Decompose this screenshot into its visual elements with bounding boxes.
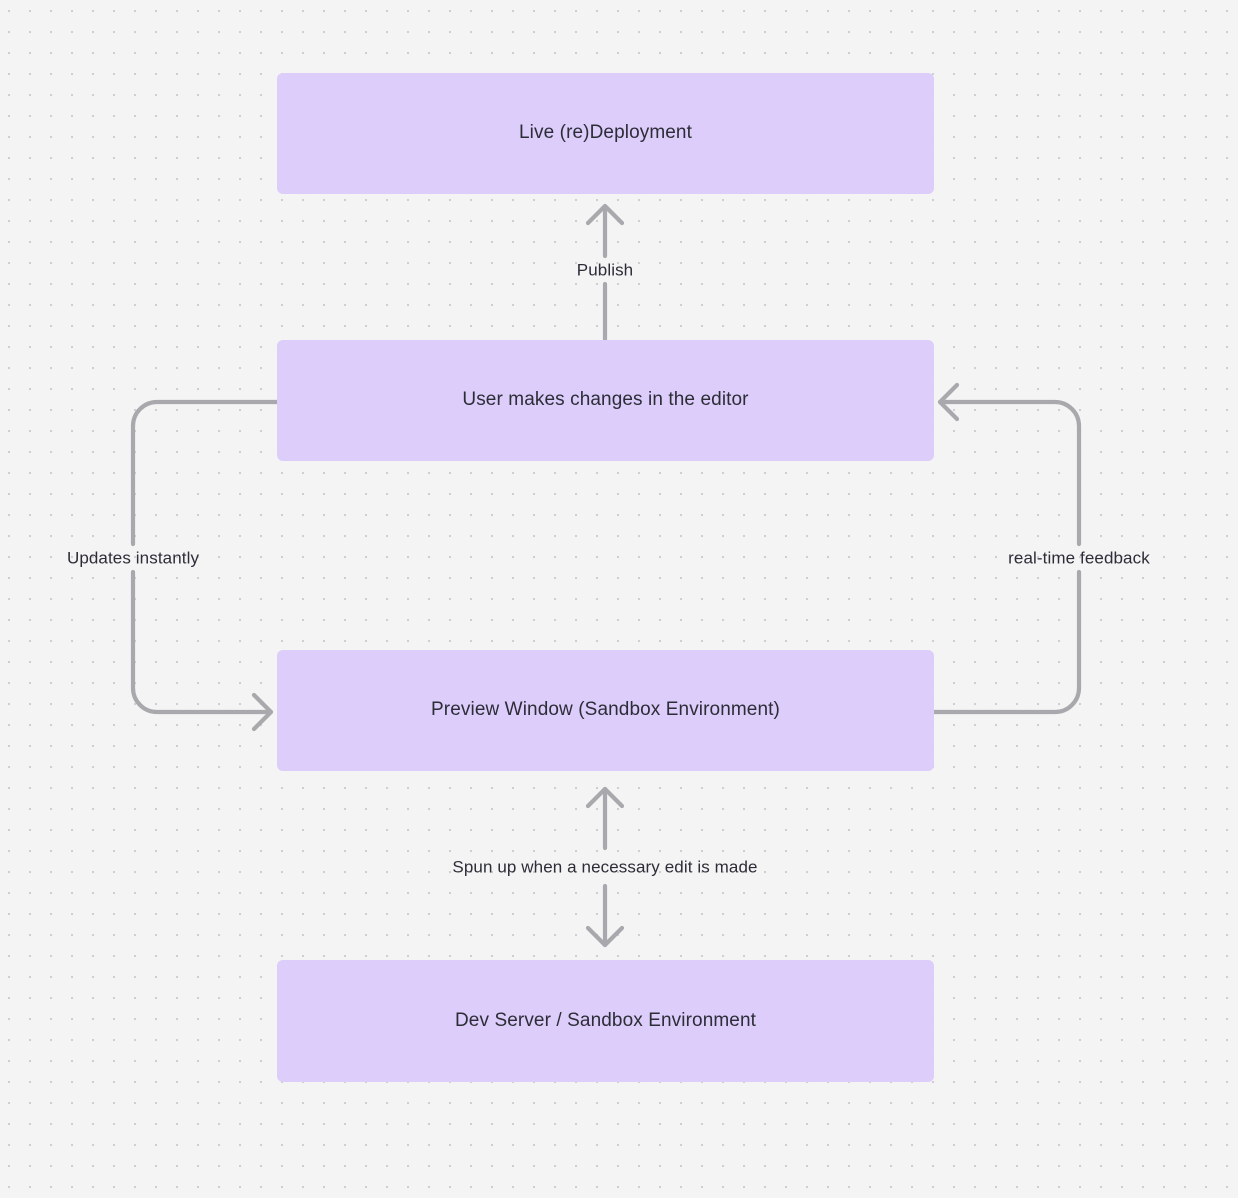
node-label: Dev Server / Sandbox Environment	[454, 1009, 756, 1031]
node-label: Live (re)Deployment	[519, 122, 692, 144]
node-dev-server[interactable]: Dev Server / Sandbox Environment	[277, 960, 934, 1082]
edge-label-publish: Publish	[576, 260, 634, 280]
edge-label-spun-up: Spun up when a necessary edit is made	[452, 857, 758, 877]
node-user-makes-changes[interactable]: User makes changes in the editor	[277, 340, 934, 461]
node-label: User makes changes in the editor	[462, 389, 749, 411]
node-live-redeployment[interactable]: Live (re)Deployment	[277, 73, 934, 194]
edge-label-real-time-feedback: real-time feedback	[1008, 548, 1150, 568]
node-preview-window[interactable]: Preview Window (Sandbox Environment)	[277, 650, 934, 771]
edge-label-updates-instantly: Updates instantly	[66, 548, 200, 568]
node-label: Preview Window (Sandbox Environment)	[431, 699, 780, 721]
